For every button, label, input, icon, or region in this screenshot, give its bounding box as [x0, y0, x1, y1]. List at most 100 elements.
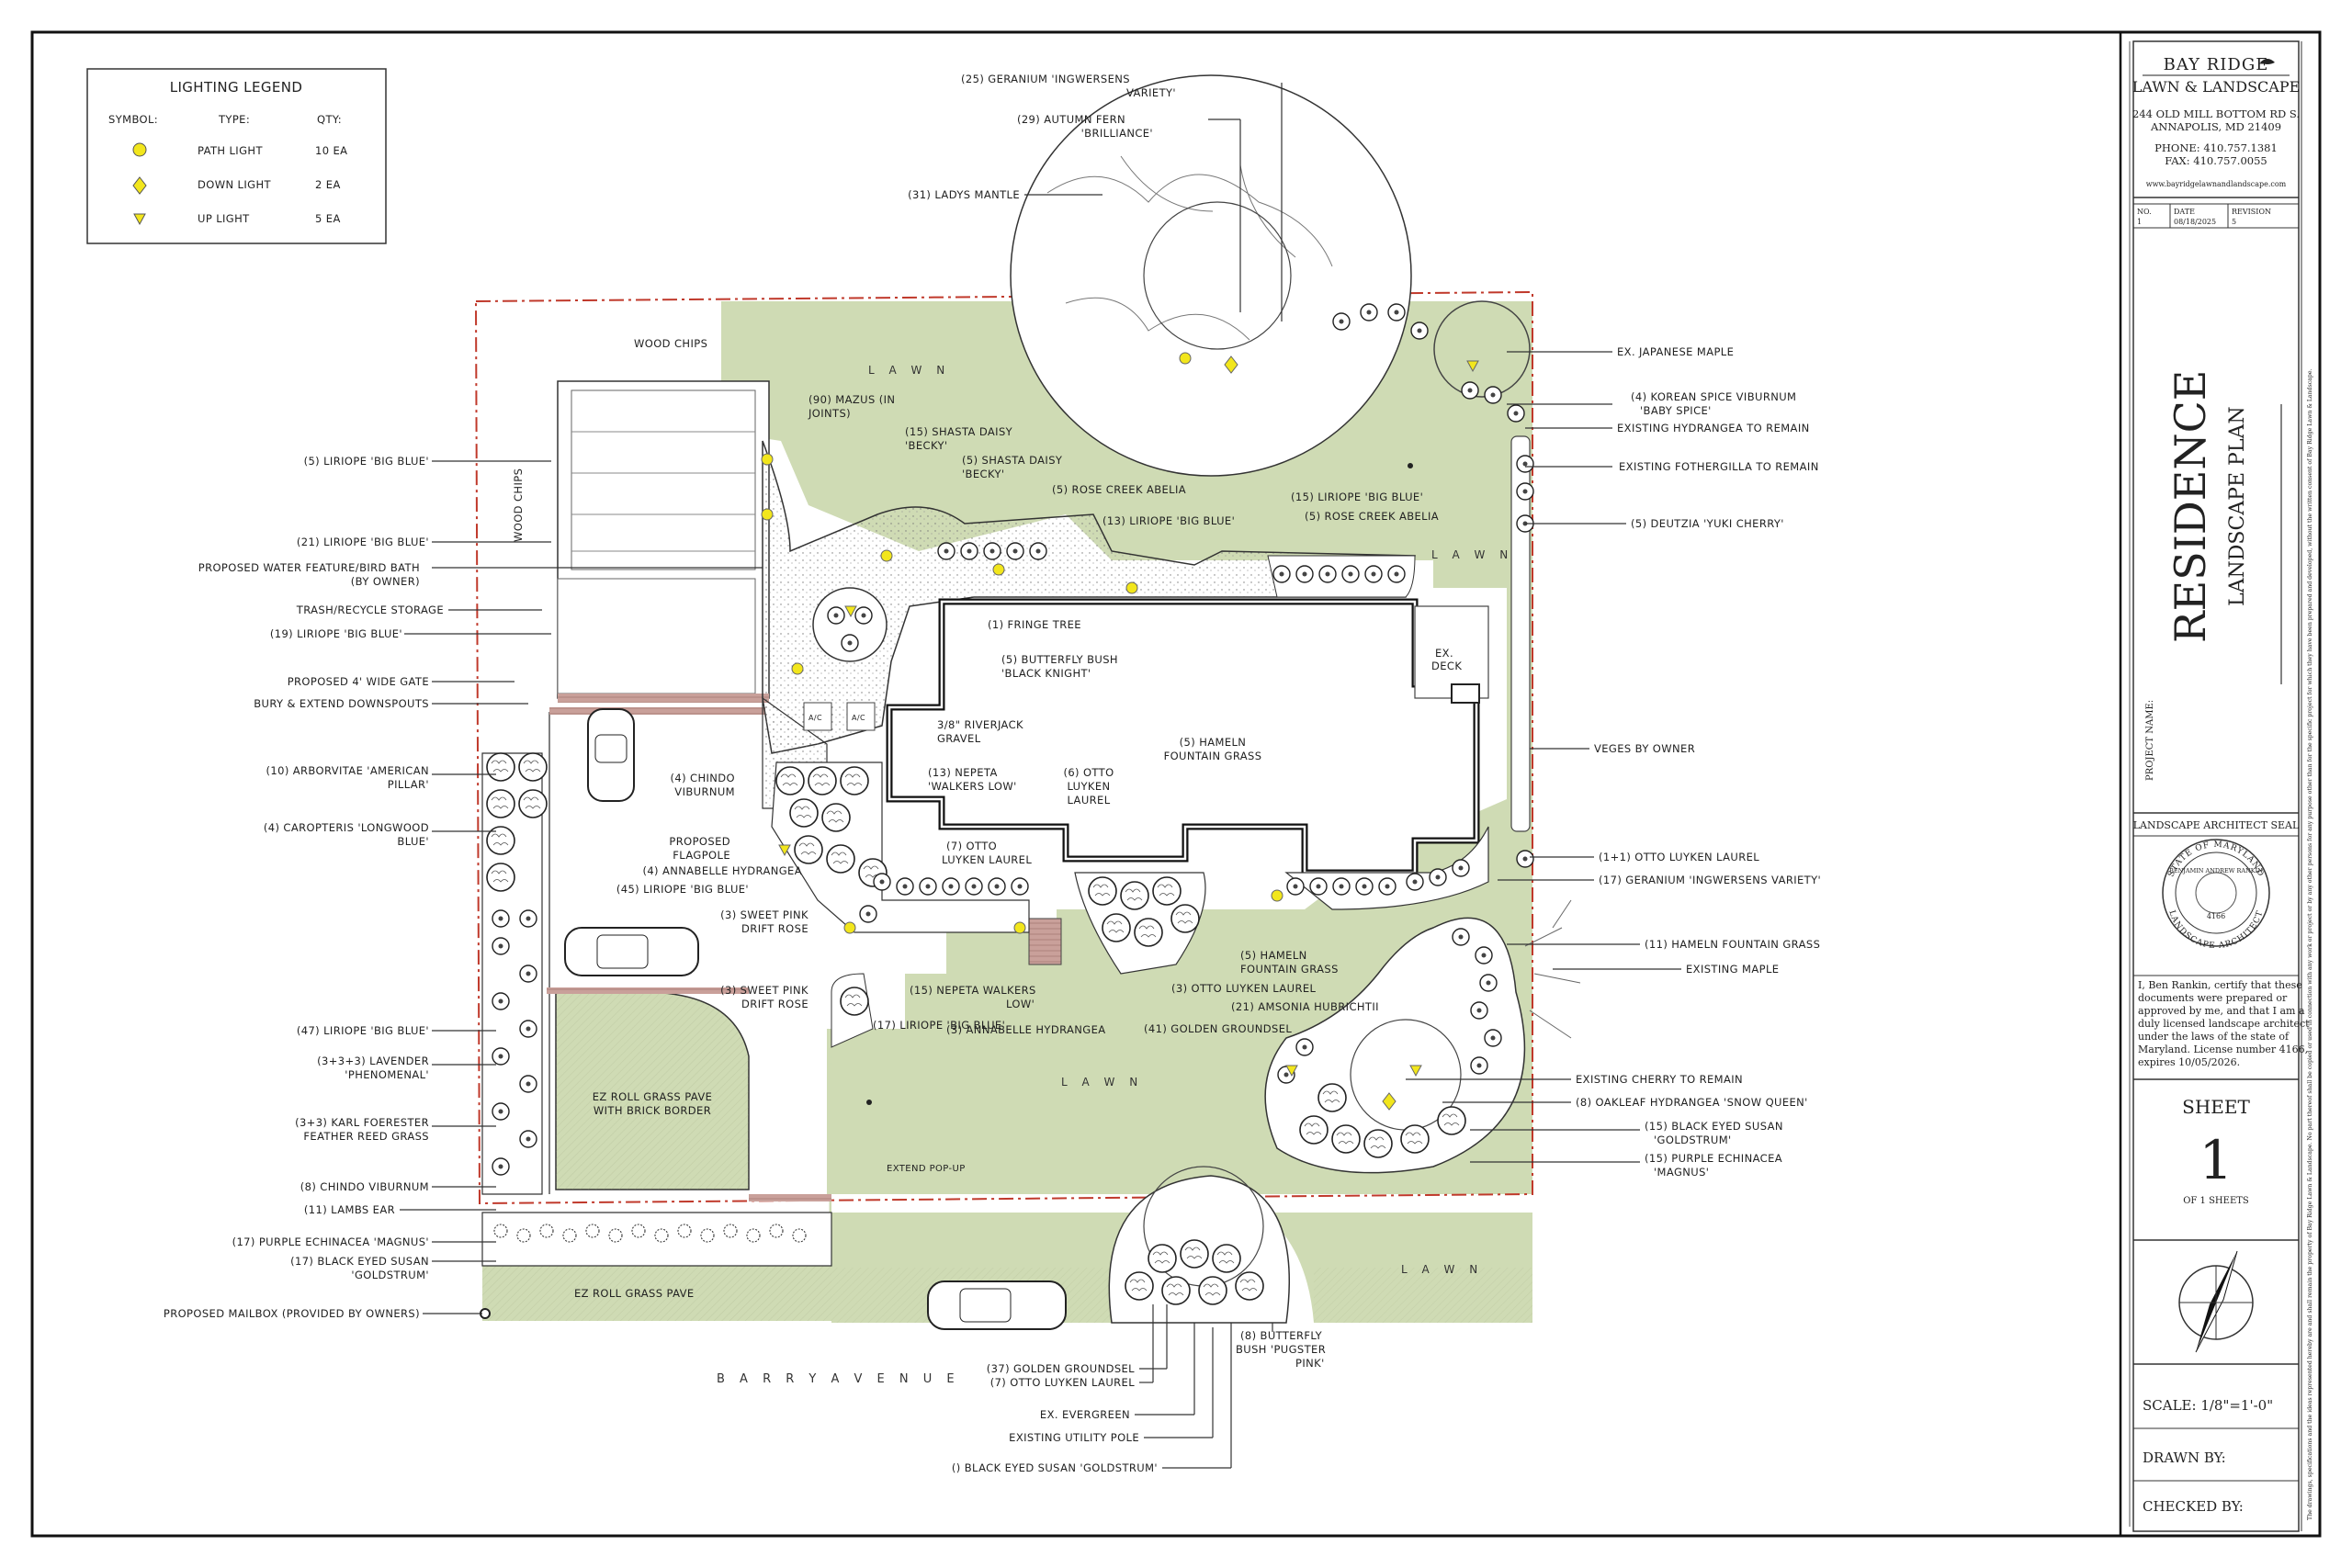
- callout-inner: (5) SHASTA DAISY: [962, 454, 1063, 467]
- callout-inner: (6) OTTO: [1063, 766, 1114, 779]
- callout-bottom: PINK': [1295, 1357, 1325, 1370]
- flagstone-patio: [762, 440, 1416, 754]
- callout-right: EXISTING CHERRY TO REMAIN: [1576, 1073, 1743, 1086]
- callout-right: (5) DEUTZIA 'YUKI CHERRY': [1631, 517, 1784, 530]
- top-callouts: (25) GERANIUM 'INGWERSENS VARIETY' (29) …: [908, 73, 1176, 201]
- callout-inner: (5) ROSE CREEK ABELIA: [1305, 510, 1439, 523]
- callout-inner: FLAGPOLE: [673, 849, 730, 862]
- callout-left: (47) LIRIOPE 'BIG BLUE': [297, 1024, 429, 1037]
- callout-inner: 3/8" RIVERJACK: [937, 718, 1023, 731]
- callout-inner: (5) ROSE CREEK ABELIA: [1052, 483, 1186, 496]
- callout-bottom: (37) GOLDEN GROUNDSEL: [987, 1362, 1135, 1375]
- callout-top: 'BRILLIANCE': [1081, 127, 1153, 140]
- callout-left: (21) LIRIOPE 'BIG BLUE': [297, 536, 429, 548]
- callout-inner: FOUNTAIN GRASS: [1164, 750, 1262, 762]
- callout-left: (17) PURPLE ECHINACEA 'MAGNUS': [232, 1235, 429, 1248]
- north-arrow-icon: [2178, 1250, 2254, 1353]
- rev-header-date: DATE: [2174, 208, 2195, 216]
- street-name: B A R R Y A V E N U E: [717, 1372, 960, 1386]
- legend-title: LIGHTING LEGEND: [170, 79, 303, 96]
- callout-inner: LOW': [1006, 998, 1035, 1010]
- bottom-callouts: (37) GOLDEN GROUNDSEL (7) OTTO LUYKEN LA…: [952, 1329, 1326, 1474]
- grass-pave-label-2: WITH BRICK BORDER: [594, 1104, 711, 1117]
- inner-callouts: (4) CHINDO VIBURNUM PROPOSED FLAGPOLE (4…: [616, 393, 1439, 1036]
- callout-inner: LAUREL: [1067, 794, 1110, 807]
- callout-left: PROPOSED 4' WIDE GATE: [288, 675, 429, 688]
- legend-type-down-light: DOWN LIGHT: [198, 178, 271, 191]
- lawn-label-south: L A W N: [1061, 1076, 1143, 1089]
- callout-inner: JOINTS): [808, 407, 851, 420]
- ex-deck-label-2: DECK: [1431, 660, 1462, 672]
- right-callouts: EX. JAPANESE MAPLE (4) KOREAN SPICE VIBU…: [1576, 345, 1821, 1179]
- callout-right: 'MAGNUS': [1654, 1166, 1709, 1179]
- callout-inner: (5) BUTTERFLY BUSH: [1001, 653, 1118, 666]
- company-tagline: LAWN & LANDSCAPE: [2132, 78, 2301, 96]
- certification-line: documents were prepared or: [2138, 992, 2288, 1004]
- legend-qty-path-light: 10 EA: [315, 144, 347, 157]
- callout-inner: LUYKEN: [1067, 780, 1110, 793]
- lawn-label-north: L A W N: [868, 364, 950, 377]
- certification-line: approved by me, and that I am a: [2138, 1005, 2305, 1017]
- project-name-label: PROJECT NAME:: [2145, 700, 2155, 781]
- callout-right: (15) BLACK EYED SUSAN: [1645, 1120, 1783, 1133]
- callout-left: FEATHER REED GRASS: [303, 1130, 429, 1143]
- car-top: [587, 708, 635, 802]
- seal-header: LANDSCAPE ARCHITECT SEAL: [2133, 819, 2300, 831]
- scale: SCALE: 1/8"=1'-0": [2143, 1397, 2273, 1414]
- ex-japanese-maple: [1433, 300, 1531, 398]
- car-bottom: [927, 1280, 1067, 1330]
- callout-inner: 'BECKY': [962, 468, 1004, 480]
- callout-right: EXISTING FOTHERGILLA TO REMAIN: [1619, 460, 1819, 473]
- callout-bottom: EXISTING UTILITY POLE: [1009, 1431, 1139, 1444]
- callout-inner: (4) CHINDO: [670, 772, 735, 784]
- grass-pave-bottom-label: EZ ROLL GRASS PAVE: [574, 1287, 695, 1300]
- lawn-south: [829, 1029, 1532, 1323]
- rev-no: 1: [2137, 218, 2142, 226]
- legend-qty-down-light: 2 EA: [315, 178, 341, 191]
- callout-left: (8) CHINDO VIBURNUM: [300, 1180, 429, 1193]
- callout-inner: (13) LIRIOPE 'BIG BLUE': [1102, 514, 1235, 527]
- callout-inner: 'BECKY': [905, 439, 947, 452]
- legend-header-symbol: SYMBOL:: [108, 113, 158, 126]
- callout-bottom: EX. EVERGREEN: [1040, 1408, 1130, 1421]
- callout-inner: 'BLACK KNIGHT': [1001, 667, 1091, 680]
- sheet-of: OF 1 SHEETS: [2183, 1196, 2249, 1206]
- woodland-circle-bed: [1010, 74, 1412, 477]
- callout-inner: (4) ANNABELLE HYDRANGEA: [642, 864, 802, 877]
- callout-right: (11) HAMELN FOUNTAIN GRASS: [1645, 938, 1820, 951]
- callout-left: PILLAR': [388, 778, 429, 791]
- rev-header-no: NO.: [2137, 208, 2152, 216]
- legend-header-qty: QTY:: [317, 113, 342, 126]
- legend-type-path-light: PATH LIGHT: [198, 144, 263, 157]
- ac-label-2: A/C: [852, 714, 865, 722]
- rev-header-revision: REVISION: [2232, 208, 2271, 216]
- callout-left: (BY OWNER): [351, 575, 420, 588]
- callout-inner: (13) NEPETA: [928, 766, 998, 779]
- bird-logo-icon: [2260, 59, 2275, 64]
- ac-unit-1: [803, 702, 832, 731]
- callout-left: (3+3+3) LAVENDER: [317, 1055, 429, 1067]
- leader-lines: [400, 83, 1681, 1469]
- veges-bed: [1510, 435, 1531, 832]
- callout-inner: (3) OTTO LUYKEN LAUREL: [1171, 982, 1317, 995]
- callout-inner: DRIFT ROSE: [741, 922, 808, 935]
- address-line-1: 244 OLD MILL BOTTOM RD S.: [2132, 107, 2300, 120]
- callout-left: TRASH/RECYCLE STORAGE: [296, 604, 444, 616]
- callout-inner: (3) ANNABELLE HYDRANGEA: [946, 1023, 1106, 1036]
- callout-inner: (3) SWEET PINK: [720, 984, 808, 997]
- callout-inner: (15) NEPETA WALKERS: [910, 984, 1036, 997]
- project-title: RESIDENCE: [2165, 370, 2215, 643]
- drawn-by: DRAWN BY:: [2143, 1450, 2226, 1466]
- callout-bottom: () BLACK EYED SUSAN 'GOLDSTRUM': [952, 1461, 1158, 1474]
- title-block: BAY RIDGE LAWN & LANDSCAPE 244 OLD MILL …: [2129, 40, 2313, 1532]
- callout-left: PROPOSED MAILBOX (PROVIDED BY OWNERS): [164, 1307, 420, 1320]
- callout-left: (4) CAROPTERIS 'LONGWOOD: [264, 821, 429, 834]
- certification-line: I, Ben Rankin, certify that these: [2138, 979, 2302, 991]
- legend-type-up-light: UP LIGHT: [198, 212, 250, 225]
- callout-inner: DRIFT ROSE: [741, 998, 808, 1010]
- callout-inner: (17) LIRIOPE 'BIG BLUE': [873, 1019, 1005, 1032]
- callout-left: 'GOLDSTRUM': [351, 1269, 429, 1281]
- certification-line: under the laws of the state of: [2138, 1031, 2290, 1043]
- callout-right: EXISTING MAPLE: [1686, 963, 1779, 976]
- sheet-border: [30, 30, 2322, 1538]
